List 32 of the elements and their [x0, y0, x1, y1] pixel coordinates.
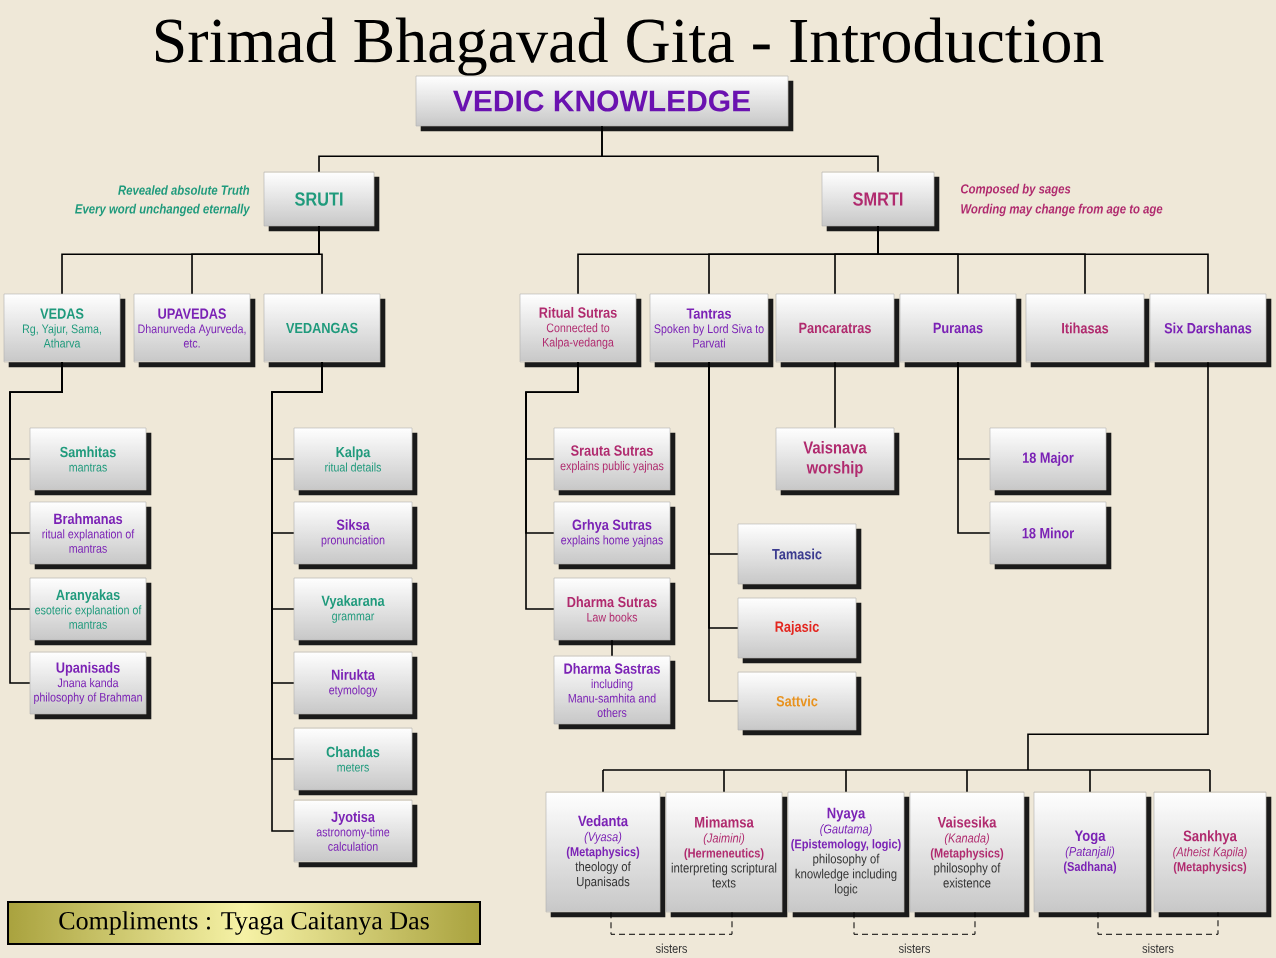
connector-line — [845, 769, 847, 793]
connector-line — [877, 225, 1209, 295]
diagram-title: Srimad Bhagavad Gita - Introduction — [155, 17, 1104, 76]
connector-line — [602, 769, 725, 771]
connector-line — [834, 361, 836, 429]
connector-line — [966, 769, 1029, 771]
category-box: SMRTI — [821, 171, 940, 232]
connector-line — [602, 769, 604, 793]
category-box: VEDIC KNOWLEDGE — [415, 75, 794, 132]
category-box: Vaisnava worship — [775, 427, 900, 496]
connector-line — [723, 769, 847, 771]
connector-line — [318, 225, 323, 295]
connector-line — [611, 639, 613, 657]
category-box: SRUTI — [263, 171, 380, 232]
dashed-bracket — [610, 911, 733, 935]
connector-line — [1209, 769, 1211, 793]
dashed-bracket — [1097, 911, 1219, 935]
connector-line — [601, 125, 879, 173]
connector-line — [957, 361, 991, 534]
connector-line — [723, 769, 725, 793]
connector-line — [1027, 361, 1209, 771]
dashed-bracket — [853, 911, 976, 935]
connector-line — [1027, 769, 1091, 771]
connector-line — [1089, 769, 1091, 793]
connector-line — [271, 361, 323, 832]
connector-line — [9, 361, 63, 684]
connector-line — [845, 769, 968, 771]
connector-line — [966, 769, 968, 793]
credit-banner: Compliments : Tyaga Caitanya Das — [7, 901, 481, 945]
connector-line — [708, 361, 739, 702]
connector-line — [1089, 769, 1211, 771]
connector-line — [525, 361, 579, 610]
